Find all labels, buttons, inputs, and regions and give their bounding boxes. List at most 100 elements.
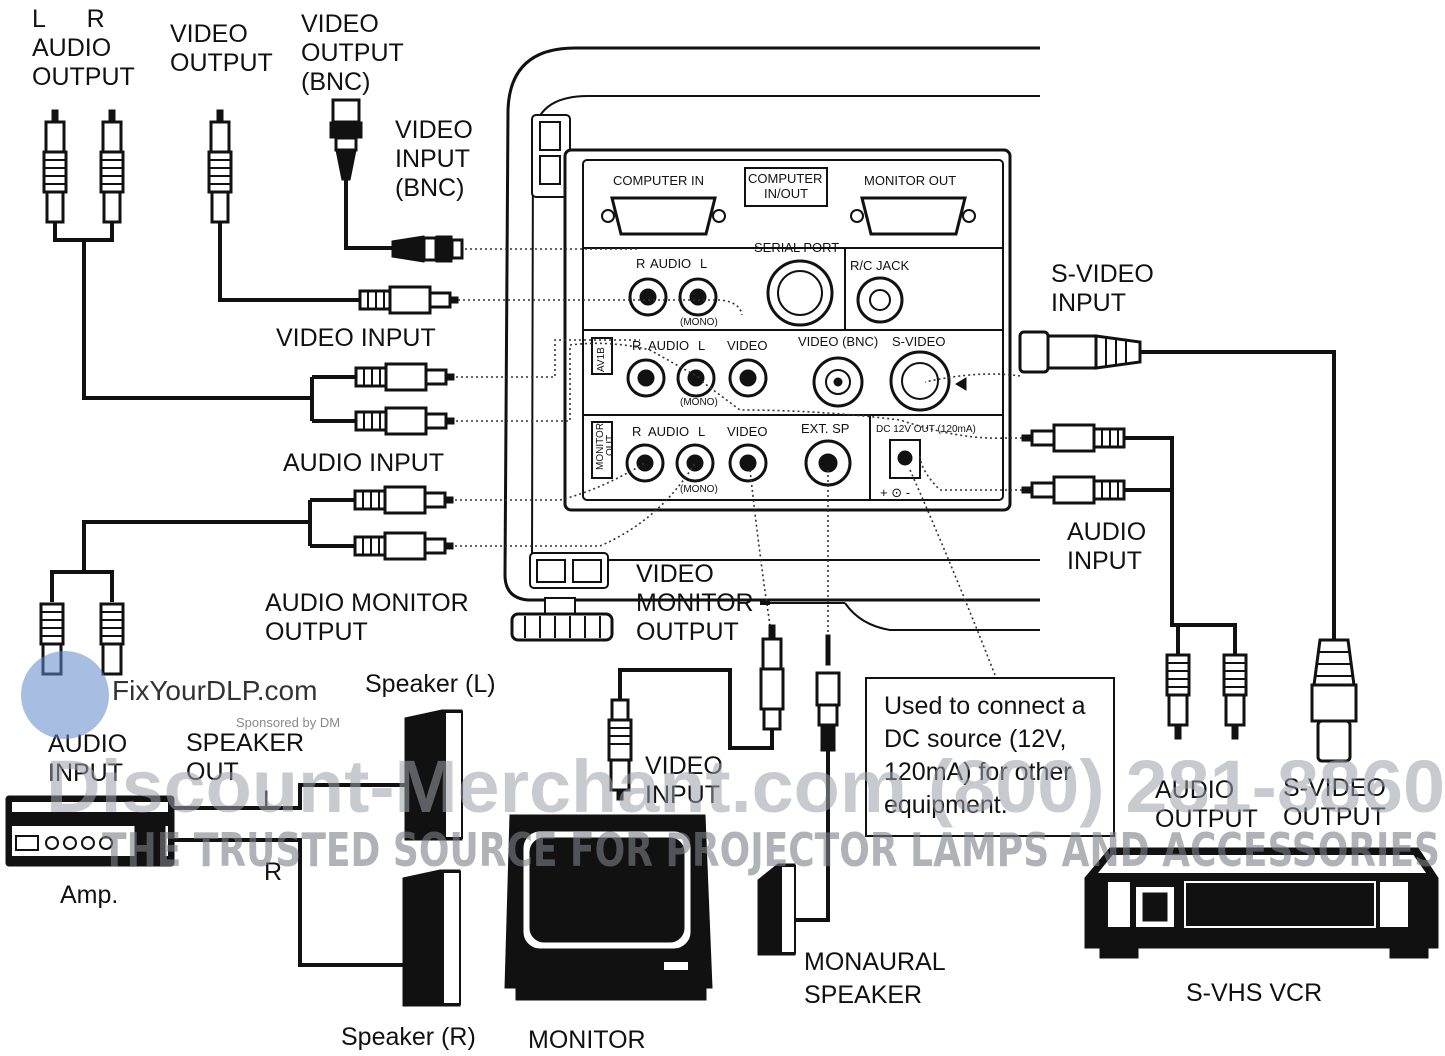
right-audio-input-plugs [1021, 423, 1237, 655]
row3-audio-label: AUDIO [648, 424, 689, 439]
serial-port-label: SERIAL PORT [754, 240, 839, 255]
note-line-4: equipment. [884, 791, 1008, 819]
connector-panel: COMPUTER IN COMPUTER IN/OUT MONITOR OUT … [583, 167, 1003, 500]
horizontal-rca-plugs [50, 285, 459, 602]
audio-output-label-2: OUTPUT [32, 63, 135, 91]
speaker-left [404, 709, 463, 841]
computer-inout-label-2: IN/OUT [764, 186, 808, 201]
monitor-out-label: MONITOR OUT [864, 173, 956, 188]
vcr-audio-output-label-2: OUTPUT [1155, 805, 1258, 833]
dc-out-label: DC 12V OUT (120mA) [876, 424, 976, 435]
row1-r-label: R [636, 256, 645, 271]
monitor-out-side-label-2: OUT [605, 435, 616, 456]
svhs-vcr [1084, 847, 1439, 959]
video-output-label-1: VIDEO [170, 20, 248, 48]
dc-polarity-label: + ⊙ - [880, 485, 910, 500]
video-output-plug [207, 109, 360, 302]
watermark: FixYourDLP.com Sponsored by DM Discount-… [21, 651, 1445, 877]
ext-sp-label: EXT. SP [801, 421, 849, 436]
monitor-out-side-label-1: MONITOR [595, 423, 606, 470]
watermark-sponsor: Sponsored by DM [236, 715, 340, 730]
audio-monitor-label-2: OUTPUT [265, 618, 368, 646]
note-line-2: DC source (12V, [884, 725, 1067, 753]
computer-in-port[interactable] [610, 196, 717, 236]
video-monitor-label-3: OUTPUT [636, 618, 739, 646]
row1-audio-label: AUDIO [650, 256, 691, 271]
note-line-1: Used to connect a [884, 692, 1086, 720]
av1b-label: AV1B [596, 347, 607, 372]
ext-speaker-cable [795, 634, 841, 922]
row2-mono-label: (MONO) [680, 397, 718, 408]
speaker-out-label-2: OUT [186, 758, 239, 786]
row1-l-label: L [700, 256, 707, 271]
vcr-output-plugs [1165, 638, 1358, 763]
amplifier [5, 795, 175, 867]
computer-in-label: COMPUTER IN [613, 173, 704, 188]
bnc-output-plug [329, 98, 392, 250]
audio-output-label-1: AUDIO [32, 34, 111, 62]
vcr-audio-output-label-1: AUDIO [1155, 776, 1234, 804]
amp-audio-input-label-2: INPUT [48, 759, 123, 787]
lr-label: L R [32, 5, 105, 33]
video-input-bnc-label-2: INPUT [395, 145, 470, 173]
row3-mono-label: (MONO) [680, 484, 718, 495]
monitor-video-input-label-2: INPUT [645, 781, 720, 809]
row2-video-label: VIDEO [727, 338, 767, 353]
audio-monitor-label-1: AUDIO MONITOR [265, 589, 469, 617]
svideo-input-plug [1018, 330, 1336, 640]
svideo-input-label-2: INPUT [1051, 289, 1126, 317]
right-audio-input-label-2: INPUT [1067, 547, 1142, 575]
speaker-left-label: Speaker (L) [365, 670, 496, 698]
row2-audio-label: AUDIO [648, 338, 689, 353]
video-monitor-label-1: VIDEO [636, 560, 714, 588]
speaker-wires [174, 783, 405, 967]
monaural-label-1: MONAURAL [804, 948, 946, 976]
video-output-label-2: OUTPUT [170, 49, 273, 77]
video-input-bnc-label-1: VIDEO [395, 116, 473, 144]
vcr-svideo-output-label-2: OUTPUT [1283, 803, 1386, 831]
video-monitor-label-2: MONITOR [636, 589, 754, 617]
labels: L R AUDIO OUTPUT VIDEO OUTPUT VIDEO OUTP… [32, 5, 1386, 1054]
row1-mono-label: (MONO) [680, 317, 718, 328]
dc-note-box [865, 677, 1115, 837]
speaker-right [402, 869, 461, 1007]
watermark-globe-icon [21, 651, 109, 739]
video-output-bnc-label-2: OUTPUT [301, 39, 404, 67]
svideo-input-label-1: S-VIDEO [1051, 260, 1154, 288]
row3-r-label: R [632, 424, 641, 439]
monaural-label-2: SPEAKER [804, 981, 922, 1009]
wire-l-label: L [263, 786, 277, 814]
amp-label: Amp. [60, 881, 118, 909]
watermark-site: FixYourDLP.com [112, 675, 317, 706]
monitor [504, 814, 713, 1001]
computer-inout-label-1: COMPUTER [748, 171, 822, 186]
wire-r-label: R [264, 858, 282, 886]
monitor-label: MONITOR [528, 1026, 646, 1054]
video-input-bnc-label-3: (BNC) [395, 174, 464, 202]
watermark-line-1: Discount-Merchant.com (800) 281-8860 [46, 745, 1445, 828]
video-output-bnc-label-1: VIDEO [301, 10, 379, 38]
speaker-out-label-1: SPEAKER [186, 729, 304, 757]
vcr-svideo-output-label-1: S-VIDEO [1283, 774, 1386, 802]
bnc-input-plug [391, 235, 464, 263]
audio-input-label: AUDIO INPUT [283, 449, 444, 477]
audio-output-plugs [42, 109, 312, 400]
monitor-video-input-label-1: VIDEO [645, 752, 723, 780]
note-line-3: 120mA) for other [884, 758, 1072, 786]
signal-paths [455, 248, 1022, 676]
rc-jack-label: R/C JACK [850, 258, 910, 273]
monitor-out-port[interactable] [860, 196, 967, 236]
svideo-label: S-VIDEO [892, 334, 945, 349]
row2-r-label: R [632, 338, 641, 353]
video-input-label: VIDEO INPUT [276, 324, 436, 352]
row2-l-label: L [698, 338, 705, 353]
monaural-speaker [757, 863, 796, 956]
row3-l-label: L [698, 424, 705, 439]
vcr-label: S-VHS VCR [1186, 979, 1322, 1007]
video-bnc-label: VIDEO (BNC) [798, 334, 878, 349]
watermark-line-2: THE TRUSTED SOURCE FOR PROJECTOR LAMPS A… [102, 823, 1440, 877]
speaker-right-label: Speaker (R) [341, 1023, 476, 1051]
right-audio-input-label-1: AUDIO [1067, 518, 1146, 546]
row3-video-label: VIDEO [727, 424, 767, 439]
